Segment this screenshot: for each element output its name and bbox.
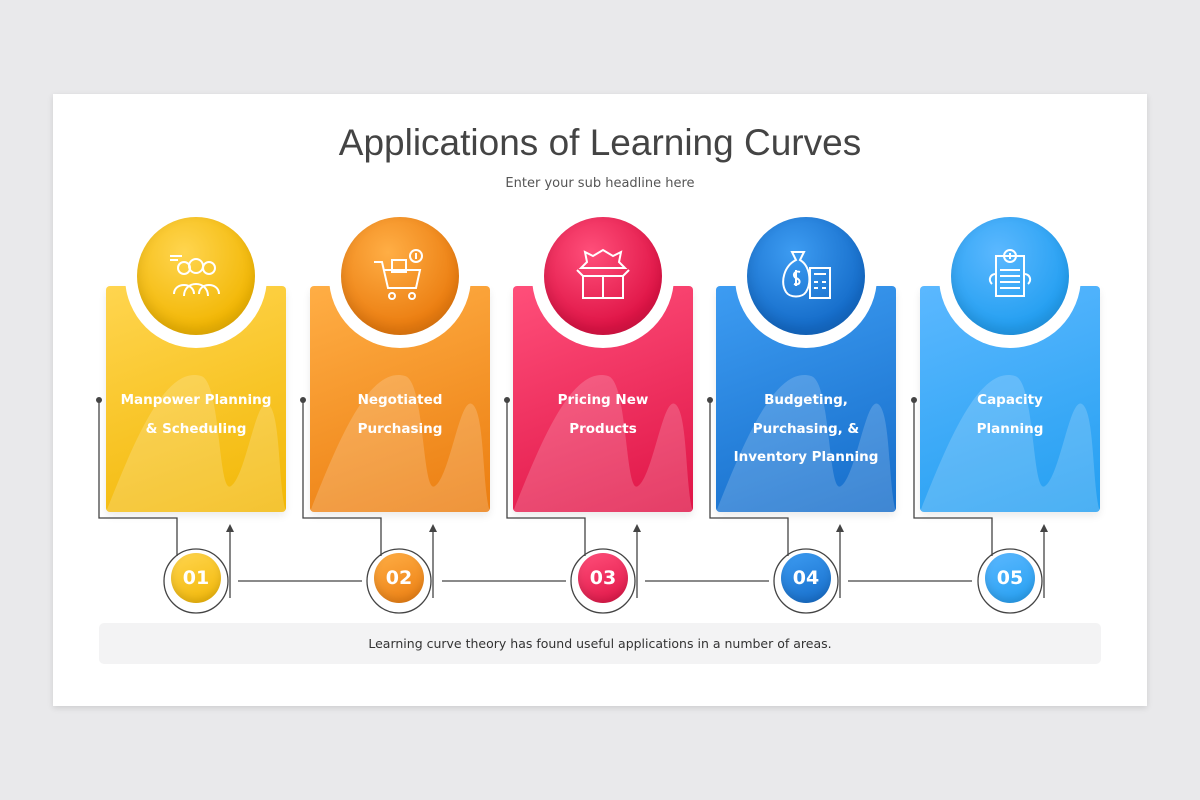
step-label-line: Negotiated bbox=[357, 392, 443, 408]
footer-note: Learning curve theory has found useful a… bbox=[99, 623, 1101, 664]
step-label-line: Capacity bbox=[977, 392, 1043, 408]
wave-decoration bbox=[920, 375, 1100, 512]
slide: Applications of Learning Curves Enter yo… bbox=[53, 94, 1147, 706]
step-label-line: Budgeting, bbox=[764, 392, 848, 408]
step-label-line: Products bbox=[569, 420, 637, 437]
step-number-4: 04 bbox=[781, 553, 831, 603]
slide-subtitle: Enter your sub headline here bbox=[505, 176, 695, 191]
team-icon bbox=[170, 255, 220, 297]
step-icon-5 bbox=[951, 217, 1069, 335]
connector-lines bbox=[96, 397, 1048, 614]
step-label-line: Manpower Planning bbox=[120, 392, 272, 408]
step-number-1: 01 bbox=[171, 553, 221, 603]
step-label-line: Pricing New bbox=[557, 392, 649, 408]
shopping-cart-icon bbox=[374, 249, 423, 300]
step-icon-3 bbox=[544, 217, 662, 335]
new-product-box-icon bbox=[576, 248, 630, 299]
step-label-line: Inventory Planning bbox=[733, 449, 879, 465]
step-number-5: 05 bbox=[985, 553, 1035, 603]
wave-decoration bbox=[716, 375, 896, 512]
money-calculator-icon bbox=[782, 251, 831, 299]
step-icon-2 bbox=[341, 217, 459, 335]
step-number-3: 03 bbox=[578, 553, 628, 603]
step-number-2: 02 bbox=[374, 553, 424, 603]
step-label-line: Planning bbox=[976, 420, 1044, 437]
step-label-line: Purchasing bbox=[357, 420, 443, 437]
financial-report-icon bbox=[988, 249, 1032, 297]
slide-title: Applications of Learning Curves bbox=[338, 122, 862, 163]
step-label-line: Purchasing, & bbox=[752, 420, 860, 437]
wave-decoration bbox=[106, 375, 286, 512]
wave-decoration bbox=[513, 375, 693, 512]
step-label-line: & Scheduling bbox=[145, 420, 247, 437]
step-icon-1 bbox=[137, 217, 255, 335]
step-card-2: Negotiated Purchasing bbox=[310, 286, 490, 512]
step-icon-4 bbox=[747, 217, 865, 335]
wave-decoration bbox=[310, 375, 490, 512]
